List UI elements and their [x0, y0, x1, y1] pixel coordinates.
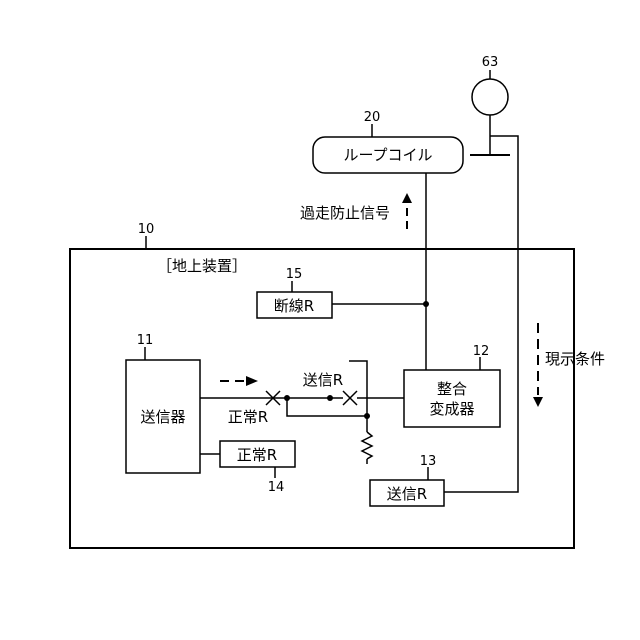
relay14-number: 14 — [268, 480, 285, 495]
antenna-number: 63 — [482, 55, 499, 70]
display-condition-label: 現示条件 — [545, 350, 605, 368]
relay15-number: 15 — [286, 267, 303, 282]
overrun-signal-label: 過走防止信号 — [300, 204, 390, 222]
overrun-arrow-head — [402, 193, 412, 203]
device-number: 10 — [138, 222, 155, 237]
node-mid-right — [327, 395, 333, 401]
transformer-number: 12 — [473, 344, 490, 359]
resistor — [362, 432, 372, 459]
relay15-label: 断線R — [274, 297, 314, 315]
loop-coil-label: ループコイル — [343, 146, 432, 164]
transformer-label-1: 整合 — [437, 380, 467, 398]
tx-arrow-head — [246, 376, 258, 386]
contact-send-label: 送信R — [303, 371, 343, 389]
antenna-circle — [472, 79, 508, 115]
loop-coil-number: 20 — [364, 110, 381, 125]
wire-antenna-relay13 — [444, 136, 518, 492]
relay14-label: 正常R — [237, 446, 277, 464]
display-arrow-head — [533, 397, 543, 407]
transformer-label-2: 変成器 — [429, 400, 474, 418]
contact-normal-label: 正常R — [228, 408, 268, 426]
node-relay15 — [423, 301, 429, 307]
relay13-number: 13 — [420, 454, 437, 469]
relay13-label: 送信R — [387, 485, 427, 503]
transmitter-label: 送信器 — [140, 408, 185, 426]
device-label: ［地上装置］ — [157, 257, 247, 275]
matching-transformer-box — [404, 370, 500, 427]
transmitter-number: 11 — [137, 333, 154, 348]
